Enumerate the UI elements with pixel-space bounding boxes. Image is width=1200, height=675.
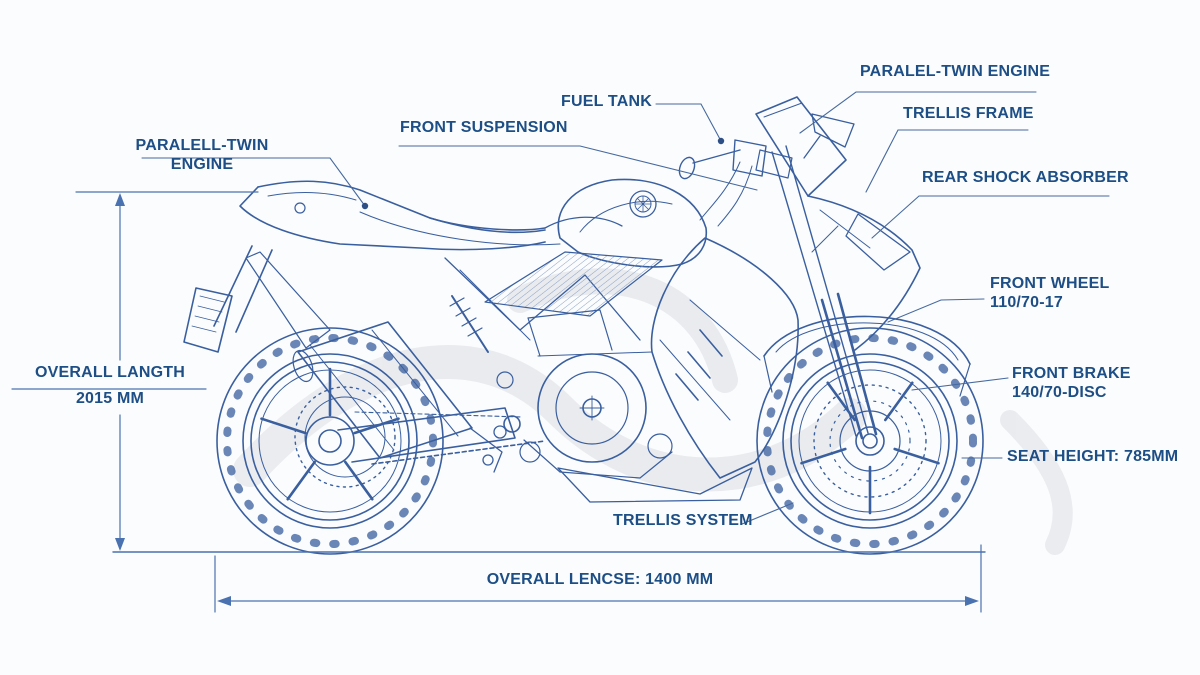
front-brake-disc xyxy=(813,384,927,498)
exhaust-muffler xyxy=(292,321,473,459)
radiator-hatch xyxy=(484,251,663,317)
length-dimension xyxy=(214,544,982,613)
swingarm xyxy=(337,407,521,463)
rear-shock-absorber xyxy=(449,295,489,353)
mirror xyxy=(803,113,855,159)
label-seat-height: SEAT HEIGHT: 785MM xyxy=(1007,448,1179,465)
front-wheel xyxy=(756,327,984,555)
tail-section xyxy=(183,180,546,353)
engine-block xyxy=(496,309,673,479)
footpeg-bracket xyxy=(469,425,507,473)
label-front-brake: FRONT BRAKE 140/70-DISC xyxy=(1012,364,1131,402)
label-front-wheel-line1: FRONT WHEEL xyxy=(990,275,1110,292)
seat xyxy=(359,211,623,246)
front-cowl xyxy=(807,195,921,351)
label-overall-height-line2: 2015 MM xyxy=(75,390,145,407)
label-front-suspension: FRONT SUSPENSION xyxy=(400,119,568,136)
label-overall-height: OVERALL LANGTH 2015 MM xyxy=(14,363,206,408)
label-engine-left: PARALELL-TWIN ENGINE xyxy=(128,136,276,174)
label-front-brake-line2: 140/70-DISC xyxy=(1012,384,1107,401)
label-rear-shock: REAR SHOCK ABSORBER xyxy=(922,169,1129,186)
label-overall-height-line1: OVERALL LANGTH xyxy=(34,364,186,381)
label-trellis-frame: TRELLIS FRAME xyxy=(903,105,1034,122)
leader-lines xyxy=(141,91,1110,525)
label-trellis-system: TRELLIS SYSTEM xyxy=(613,512,753,529)
windscreen xyxy=(755,96,847,197)
label-engine-left-line1: PARALELL-TWIN xyxy=(135,137,269,154)
drive-chain xyxy=(354,411,546,465)
height-dimension xyxy=(11,191,259,551)
label-front-wheel-line2: 110/70-17 xyxy=(990,294,1063,311)
label-overall-length: OVERALL LENCSE: 1400 MM xyxy=(486,571,714,588)
handlebar xyxy=(678,139,767,227)
belly-pan xyxy=(557,467,753,503)
label-fuel-tank: FUEL TANK xyxy=(561,93,652,110)
watermark xyxy=(233,268,1073,555)
label-engine-left-line2: ENGINE xyxy=(170,156,234,173)
side-fairing xyxy=(650,237,799,479)
label-front-brake-line1: FRONT BRAKE xyxy=(1012,365,1131,382)
label-engine-top: PARALEL-TWIN ENGINE xyxy=(860,63,1051,80)
label-front-wheel: FRONT WHEEL 110/70-17 xyxy=(990,274,1110,312)
